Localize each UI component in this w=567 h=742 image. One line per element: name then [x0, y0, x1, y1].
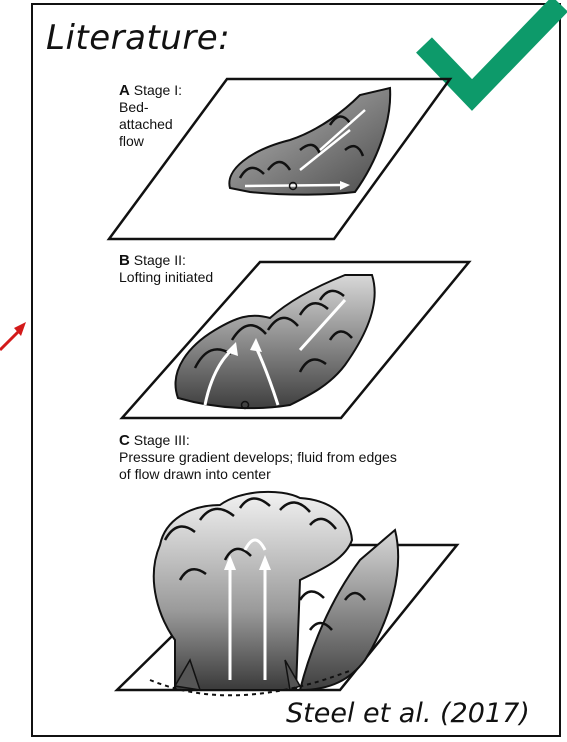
red-arrow-icon	[0, 322, 26, 350]
stage-c-description-line1: Pressure gradient develops; fluid from e…	[119, 449, 397, 465]
stage-c-label: C Stage III: Pressure gradient develops;…	[119, 432, 397, 483]
stage-a-letter: A	[119, 82, 130, 99]
stage-c-title: Stage III:	[134, 432, 190, 448]
panel-c-diagram	[117, 492, 457, 695]
stage-a-description: Bed-attached flow	[119, 99, 199, 150]
stage-b-label: B Stage II: Lofting initiated	[119, 252, 213, 286]
stage-b-title: Stage II:	[134, 252, 186, 268]
citation: Steel et al. (2017)	[286, 698, 530, 729]
stage-a-label: A Stage I: Bed-attached flow	[119, 82, 199, 150]
stage-c-letter: C	[119, 432, 130, 449]
check-mark-icon	[424, 4, 560, 95]
stage-c-description-line2: of flow drawn into center	[119, 466, 271, 482]
page-title: Literature:	[46, 18, 230, 58]
stage-a-title: Stage I:	[134, 82, 182, 98]
stage-b-letter: B	[119, 252, 130, 269]
stage-b-description: Lofting initiated	[119, 269, 213, 285]
